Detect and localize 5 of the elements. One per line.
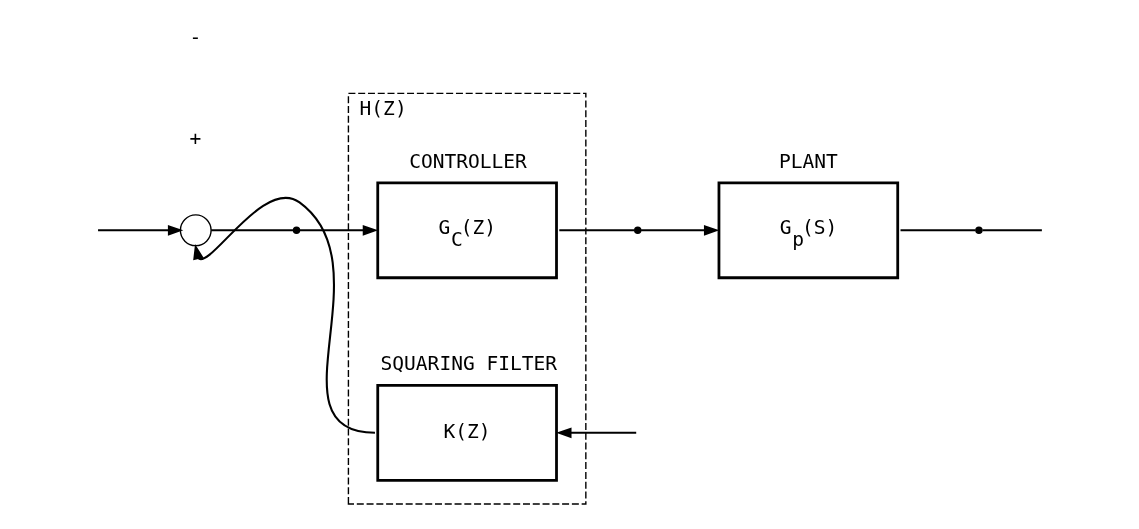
node-label: PLANT [778,149,838,173]
node-label: SQUARING FILTER [380,352,557,376]
label: - [188,26,201,50]
label: + [188,126,201,150]
node-label: CONTROLLER [408,149,527,173]
